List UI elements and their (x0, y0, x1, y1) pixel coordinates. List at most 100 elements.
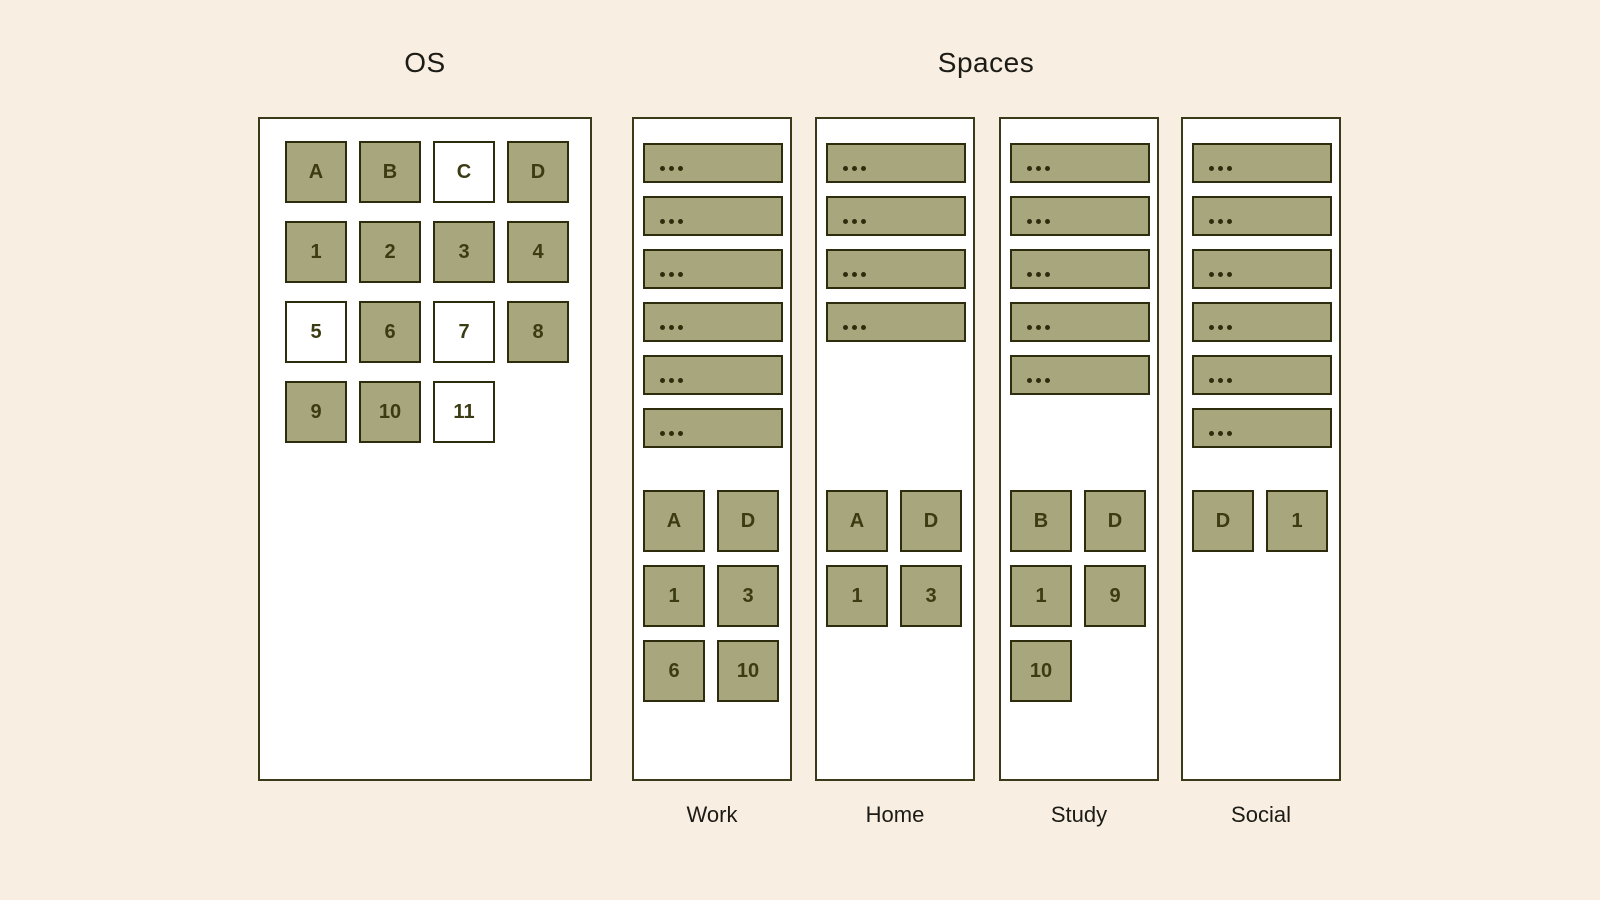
os-tile-11: 11 (433, 381, 495, 443)
app-tile: D (1084, 490, 1146, 552)
window-bar (1010, 302, 1150, 342)
app-tile: 1 (1266, 490, 1328, 552)
os-tile-c: C (433, 141, 495, 203)
os-tile-row: 9 10 11 (285, 381, 590, 443)
space-tile-row: 1 3 (826, 565, 962, 627)
window-bar (826, 196, 966, 236)
ellipsis-icon (660, 219, 683, 224)
ellipsis-icon (660, 166, 683, 171)
app-tile: 6 (643, 640, 705, 702)
app-tile: D (900, 490, 962, 552)
ellipsis-icon (660, 378, 683, 383)
window-bar (1192, 249, 1332, 289)
ellipsis-icon (1209, 219, 1232, 224)
window-bar (643, 143, 783, 183)
space-column-study: B D 1 9 10 (999, 117, 1159, 781)
app-tile: A (826, 490, 888, 552)
space-tiles: B D 1 9 10 (1010, 490, 1146, 715)
window-bar (826, 249, 966, 289)
spaces-title: Spaces (937, 47, 1035, 78)
ellipsis-icon (1027, 219, 1050, 224)
space-tile-row: 10 (1010, 640, 1146, 702)
window-bar (1192, 355, 1332, 395)
app-tile: A (643, 490, 705, 552)
os-panel: A B C D 1 2 3 4 5 6 7 8 9 10 11 (258, 117, 592, 781)
ellipsis-icon (660, 431, 683, 436)
space-label-home: Home (865, 802, 925, 827)
window-bar (643, 249, 783, 289)
os-tile-10: 10 (359, 381, 421, 443)
os-tile-6: 6 (359, 301, 421, 363)
space-tile-row: B D (1010, 490, 1146, 552)
window-bar (643, 196, 783, 236)
app-tile: D (1192, 490, 1254, 552)
app-tile: 1 (643, 565, 705, 627)
window-bar (1010, 355, 1150, 395)
os-tile-row: A B C D (285, 141, 590, 203)
ellipsis-icon (1027, 378, 1050, 383)
window-bar (643, 355, 783, 395)
os-title: OS (404, 47, 446, 78)
window-bar (1192, 408, 1332, 448)
os-tile-b: B (359, 141, 421, 203)
space-tiles: A D 1 3 6 10 (643, 490, 779, 715)
os-tile-7: 7 (433, 301, 495, 363)
os-tile-row: 1 2 3 4 (285, 221, 590, 283)
ellipsis-icon (660, 325, 683, 330)
window-bar-list (1001, 119, 1157, 395)
ellipsis-icon (1209, 166, 1232, 171)
ellipsis-icon (1027, 166, 1050, 171)
ellipsis-icon (1209, 325, 1232, 330)
window-bar-list (1183, 119, 1339, 448)
ellipsis-icon (1209, 272, 1232, 277)
space-label-social: Social (1231, 802, 1291, 827)
space-column-social: D 1 (1181, 117, 1341, 781)
space-tile-row: A D (643, 490, 779, 552)
window-bar (1192, 302, 1332, 342)
window-bar (643, 408, 783, 448)
os-tile-2: 2 (359, 221, 421, 283)
ellipsis-icon (660, 272, 683, 277)
space-label-study: Study (1050, 802, 1108, 827)
space-tile-row: 1 3 (643, 565, 779, 627)
space-tile-row: A D (826, 490, 962, 552)
app-tile: 3 (717, 565, 779, 627)
ellipsis-icon (1209, 431, 1232, 436)
window-bar (1010, 143, 1150, 183)
window-bar (826, 302, 966, 342)
os-tile-3: 3 (433, 221, 495, 283)
ellipsis-icon (1027, 272, 1050, 277)
app-tile: 1 (1010, 565, 1072, 627)
app-tile: 1 (826, 565, 888, 627)
os-tile-a: A (285, 141, 347, 203)
space-tiles: D 1 (1192, 490, 1328, 565)
app-tile: 3 (900, 565, 962, 627)
space-tiles: A D 1 3 (826, 490, 962, 640)
space-tile-row: 1 9 (1010, 565, 1146, 627)
window-bar (1010, 196, 1150, 236)
os-tile-1: 1 (285, 221, 347, 283)
space-column-home: A D 1 3 (815, 117, 975, 781)
space-label-work: Work (686, 802, 738, 827)
space-column-work: A D 1 3 6 10 (632, 117, 792, 781)
space-tile-row: 6 10 (643, 640, 779, 702)
window-bar (1192, 143, 1332, 183)
ellipsis-icon (1027, 325, 1050, 330)
window-bar-list (817, 119, 973, 342)
ellipsis-icon (843, 166, 866, 171)
space-tile-row: D 1 (1192, 490, 1328, 552)
ellipsis-icon (843, 272, 866, 277)
window-bar (643, 302, 783, 342)
app-tile: B (1010, 490, 1072, 552)
os-tile-8: 8 (507, 301, 569, 363)
app-tile: 10 (717, 640, 779, 702)
os-tile-row: 5 6 7 8 (285, 301, 590, 363)
os-tile-9: 9 (285, 381, 347, 443)
window-bar-list (634, 119, 790, 448)
window-bar (1192, 196, 1332, 236)
app-tile: 9 (1084, 565, 1146, 627)
app-tile: 10 (1010, 640, 1072, 702)
app-tile: D (717, 490, 779, 552)
window-bar (1010, 249, 1150, 289)
os-tile-d: D (507, 141, 569, 203)
